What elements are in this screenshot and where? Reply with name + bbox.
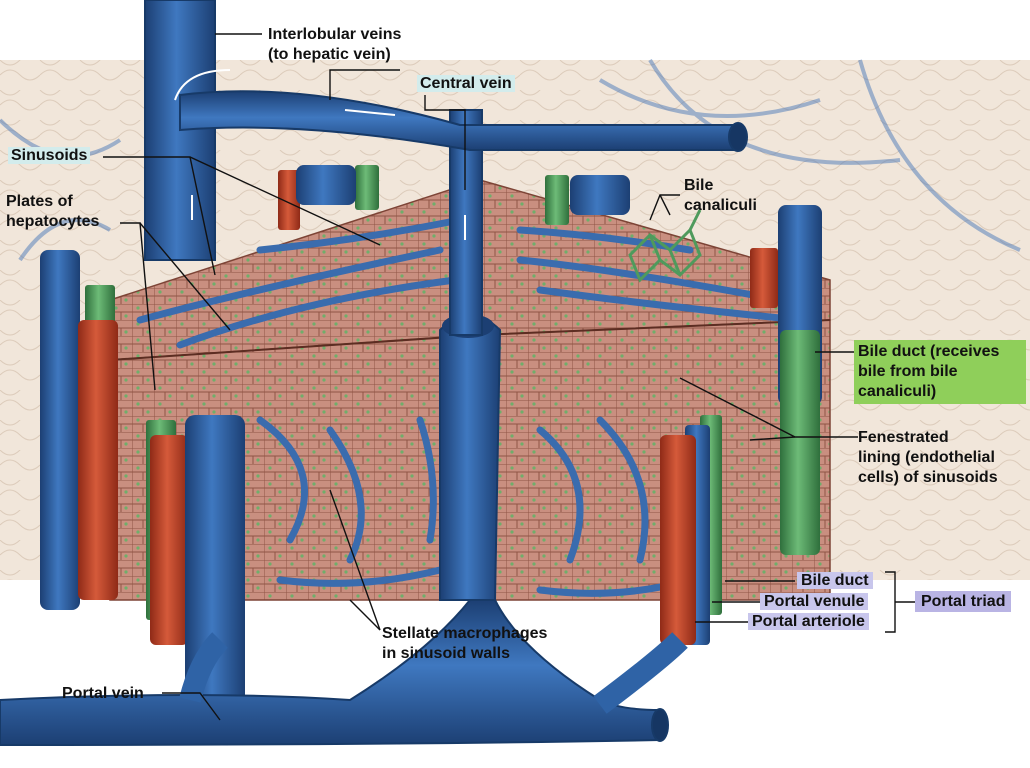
label-portal-venule: Portal venule <box>760 592 869 612</box>
label-fenestrated-line1: Fenestrated <box>858 429 949 446</box>
label-central-vein-text: Central vein <box>417 75 515 92</box>
label-portal-vein: Portal vein <box>62 684 144 704</box>
label-stellate-macrophages: Stellate macrophages in sinusoid walls <box>382 624 547 664</box>
label-fenestrated-line2: lining (endothelial <box>858 449 995 466</box>
label-fenestrated-line3: cells) of sinusoids <box>858 469 998 486</box>
label-portal-arteriole: Portal arteriole <box>748 612 869 632</box>
label-bile-duct-text: Bile duct <box>797 572 873 589</box>
label-stellate-line1: Stellate macrophages <box>382 625 548 642</box>
label-interlobular-veins: Interlobular veins (to hepatic vein) <box>268 25 401 65</box>
label-portal-triad: Portal triad <box>915 591 1012 612</box>
label-interlobular-veins-line2: (to hepatic vein) <box>268 46 391 63</box>
label-plates-line1: Plates of <box>6 193 73 210</box>
right-portal-triads <box>660 330 820 645</box>
bile-canaliculi-network <box>628 209 702 283</box>
label-portal-vein-text: Portal vein <box>62 685 144 702</box>
label-bile-duct-main: Bile duct (receives bile from bile canal… <box>854 340 1026 404</box>
label-plates-line2: hepatocytes <box>6 213 100 230</box>
portal-vein <box>0 599 688 747</box>
label-stellate-line2: in sinusoid walls <box>382 645 511 662</box>
label-bile-duct: Bile duct <box>797 571 873 591</box>
left-portal-triad <box>40 250 245 735</box>
label-central-vein: Central vein <box>417 74 515 94</box>
label-interlobular-veins-line1: Interlobular veins <box>268 26 402 43</box>
label-bile-canaliculi-line2: canaliculi <box>684 197 757 214</box>
label-bile-duct-main-line2: bile from bile <box>858 363 958 380</box>
label-bile-duct-main-line3: canaliculi) <box>858 383 937 400</box>
label-bile-duct-main-line1: Bile duct (receives <box>858 343 1000 360</box>
sinusoids <box>136 216 804 597</box>
label-fenestrated-lining: Fenestrated lining (endothelial cells) o… <box>858 428 998 488</box>
label-bile-canaliculi: Bile canaliculi <box>684 176 757 216</box>
label-portal-triad-text: Portal triad <box>915 591 1012 612</box>
leader-lines <box>103 33 915 721</box>
label-portal-arteriole-text: Portal arteriole <box>748 613 869 630</box>
label-bile-canaliculi-line1: Bile <box>684 177 714 194</box>
label-sinusoids-text: Sinusoids <box>8 147 91 164</box>
label-plates-of-hepatocytes: Plates of hepatocytes <box>6 192 99 232</box>
label-portal-venule-text: Portal venule <box>760 593 869 610</box>
label-sinusoids: Sinusoids <box>8 146 91 166</box>
